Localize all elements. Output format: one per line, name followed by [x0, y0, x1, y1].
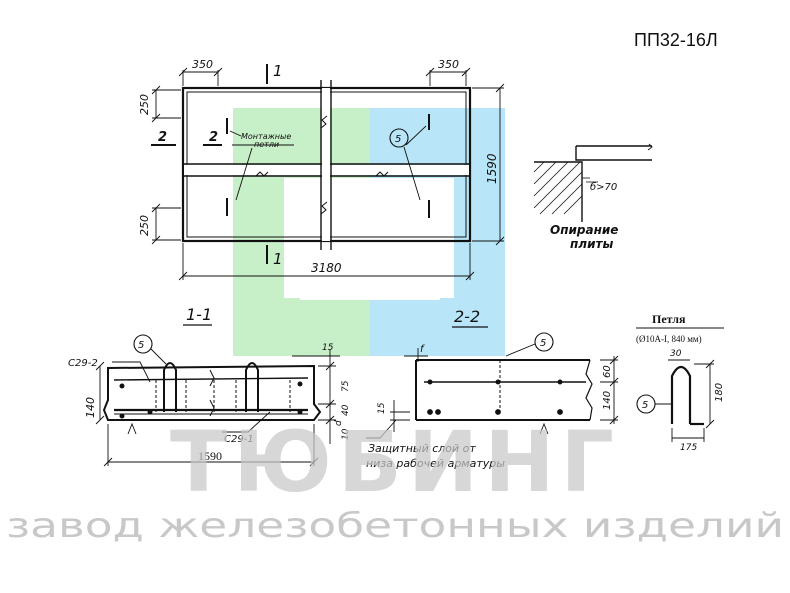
support-caption-2: плиты — [570, 237, 613, 251]
support-detail — [533, 143, 653, 222]
section-2-2-title: 2-2 — [454, 307, 480, 326]
loop-detail-title: Петля — [652, 312, 686, 326]
plan-dimensions — [151, 67, 505, 281]
loop-left — [163, 362, 177, 412]
section-2-2-outline — [415, 359, 590, 421]
wall-profile — [534, 161, 583, 222]
dim-f-s22: f — [420, 344, 425, 355]
loop-right — [245, 362, 259, 412]
leader-5-plan — [403, 125, 427, 201]
rebar-top — [113, 377, 309, 381]
zigzag-bottom — [320, 201, 328, 215]
callout-5-plan-circle — [389, 128, 409, 148]
callout-5-loop: 5 — [642, 400, 648, 411]
callout-5-s11-circle — [133, 334, 153, 354]
section-1-1 — [95, 334, 340, 467]
zigzag-right — [375, 171, 389, 177]
watermark-brand: ТЮБИНГ — [170, 413, 620, 511]
wall-hatch — [533, 161, 583, 215]
callout-mounting-loops-2: петли — [254, 140, 279, 149]
callout-mounting-loops-1: Монтажные — [241, 132, 291, 141]
loop-shape — [670, 365, 692, 424]
leader-loops-a — [229, 130, 242, 137]
dim-60-s22: 60 — [602, 365, 613, 378]
dim-140-s22: 140 — [602, 391, 613, 410]
loop-detail — [636, 359, 715, 442]
dim-1590-s11: 1590 — [198, 449, 222, 463]
dim-3180: 3180 — [311, 261, 342, 275]
zigzag-top — [320, 115, 328, 129]
support-break — [647, 143, 653, 151]
dim-250-bottom: 250 — [138, 215, 151, 236]
protective-layer-note-2: низа рабочей арматуры — [366, 457, 505, 470]
dim-30-loop: 30 — [670, 349, 682, 359]
loop-detail-spec: (Ø10А-I, 840 мм) — [636, 334, 702, 344]
dim-350-left: 350 — [192, 58, 213, 71]
dim-140-s11: 140 — [84, 397, 97, 418]
dim-d-s11: d — [334, 420, 344, 426]
wm-gap-bottom — [300, 258, 440, 300]
slab-end-profile — [575, 146, 652, 161]
dim-180-loop: 180 — [714, 383, 725, 402]
note-leader — [366, 419, 397, 439]
section-1-1-outline — [102, 364, 322, 421]
leader-loops-b — [235, 147, 253, 201]
dim-1590-plan: 1590 — [485, 153, 499, 184]
zigzag-left — [255, 171, 269, 177]
dim-175-loop: 175 — [680, 443, 697, 453]
protective-layer-note-1: Защитный слой от — [368, 442, 476, 455]
section-2-2 — [127, 332, 619, 439]
callout-5-plan: 5 — [395, 134, 401, 145]
dim-40-s11: 40 — [341, 404, 351, 416]
plan-view — [151, 64, 505, 281]
callout-5-s22-circle — [534, 332, 554, 352]
section-mark-1-bottom: 1 — [273, 250, 283, 268]
dim-350-right: 350 — [438, 58, 459, 71]
dim-10-s11: 10 — [341, 428, 351, 440]
mesh-top-label: С29-2 — [68, 358, 98, 369]
callout-5-s22: 5 — [540, 338, 546, 349]
dim-75-s11: 75 — [341, 380, 351, 392]
dim-250-top: 250 — [138, 94, 151, 115]
support-caption-1: Опирание — [550, 223, 618, 237]
mesh-bottom-label: С29-1 — [224, 434, 254, 445]
dim-15-s22: 15 — [377, 402, 387, 414]
section-mark-2-inner: 2 — [209, 130, 218, 145]
watermark-subtitle: завод железобетонных изделий — [6, 506, 784, 546]
callout-5-s11: 5 — [138, 340, 144, 351]
section-mark-2-left: 2 — [158, 130, 167, 145]
support-min-depth: б>70 — [590, 181, 617, 193]
dim-15-s11: 15 — [322, 343, 334, 353]
section-2-2-break — [585, 359, 593, 421]
section-mark-1-top: 1 — [273, 62, 283, 80]
section-1-1-title: 1-1 — [186, 305, 212, 324]
product-code: ПП32-16Л — [634, 30, 718, 50]
